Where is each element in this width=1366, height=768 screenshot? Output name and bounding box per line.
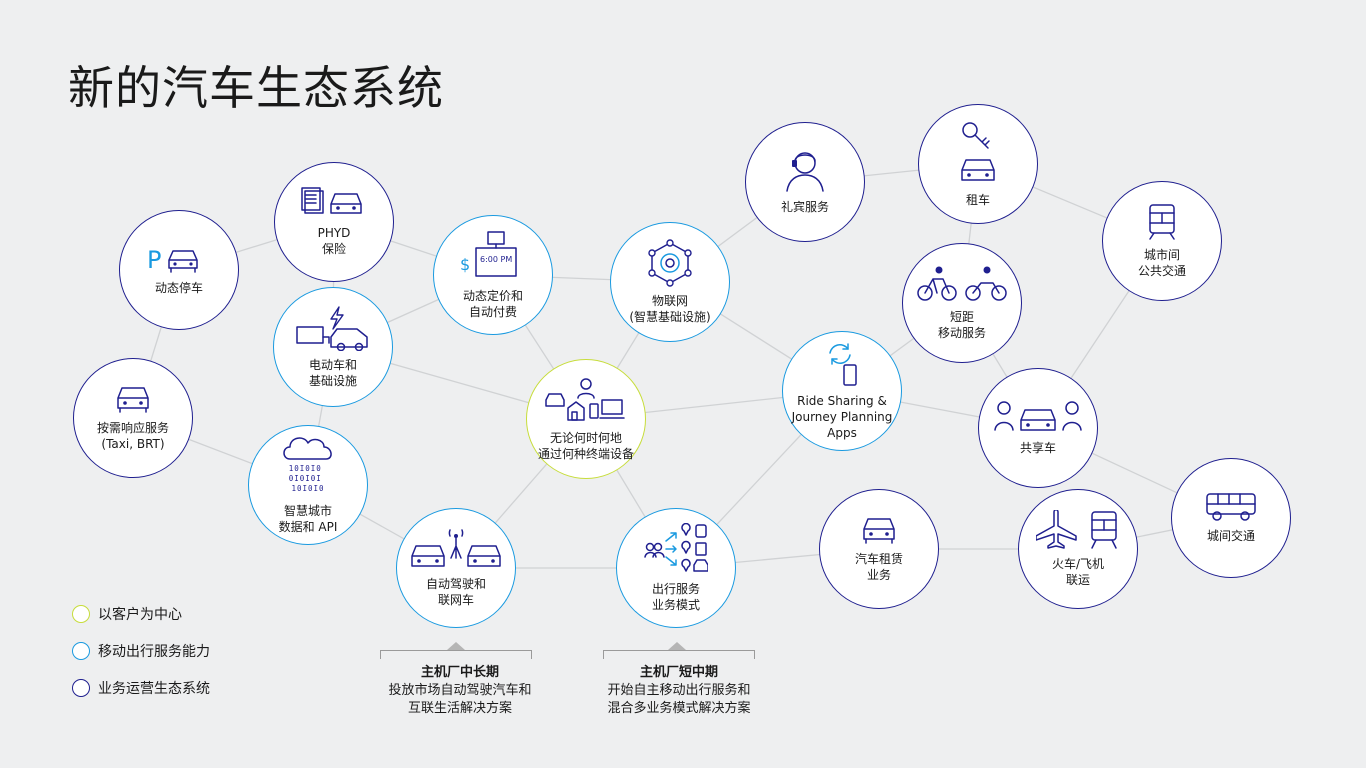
bike-scooter-icon	[917, 266, 1007, 301]
node-intercity-transit[interactable]: 城市间 公共交通	[1102, 181, 1222, 301]
label-phyd: PHYD 保险	[317, 226, 351, 256]
node-mobility-service-model[interactable]: 出行服务 业务模式	[616, 508, 736, 628]
binary-row-2: 0I0I0I	[289, 474, 322, 483]
label-intercity: 城间交通	[1206, 529, 1255, 543]
phase-desc: 开始自主移动出行服务和 混合多业务模式解决方案	[607, 683, 751, 716]
headset-person-icon	[786, 152, 824, 192]
legend-item-ecosystem: 业务运营生态系统	[72, 669, 210, 706]
node-short-mobility[interactable]: 短距 移动服务	[902, 243, 1022, 363]
node-ev-infrastructure[interactable]: 电动车和 基础设施	[273, 287, 393, 407]
node-phyd-insurance[interactable]: PHYD 保险	[274, 162, 394, 282]
leasing-car-icon	[863, 518, 895, 544]
legend-label: 移动出行服务能力	[98, 643, 210, 660]
label-autonomous: 自动驾驶和 联网车	[425, 577, 486, 607]
node-ride-sharing-apps[interactable]: Ride Sharing & Journey Planning Apps	[782, 331, 902, 451]
node-car-leasing[interactable]: 汽车租赁 业务	[819, 489, 939, 609]
label-on-demand: 按需响应服务 (Taxi, BRT)	[96, 421, 169, 451]
label-short-mobility: 短距 移动服务	[937, 310, 986, 340]
label-dynamic-parking: 动态停车	[154, 281, 203, 295]
label-iot: 物联网 (智慧基础设施)	[629, 294, 711, 324]
label-intercity-transit: 城市间 公共交通	[1137, 248, 1186, 278]
people-car-icon	[994, 401, 1082, 431]
cloud-data-icon: 10I0I0 0I0I0I 10I0I0	[283, 437, 332, 493]
phase-marker	[447, 642, 465, 650]
phase-bracket	[380, 650, 532, 659]
node-car-rental[interactable]: 租车	[918, 104, 1038, 224]
label-mobility-service: 出行服务 业务模式	[651, 582, 700, 612]
parking-car-icon: P	[147, 246, 198, 274]
label-ride-sharing: Ride Sharing & Journey Planning Apps	[791, 394, 893, 440]
node-smart-city-api[interactable]: 10I0I0 0I0I0I 10I0I0 智慧城市 数据和 API	[248, 425, 368, 545]
label-dynamic-pricing: 动态定价和 自动付费	[462, 289, 523, 319]
phase-head: 主机厂短中期	[639, 665, 718, 680]
node-car-sharing[interactable]: 共享车	[978, 368, 1098, 488]
legend-dot-blue	[72, 641, 90, 660]
devices-home-icon	[545, 378, 625, 421]
page-title: 新的汽车生态系统	[68, 61, 444, 115]
binary-row-3: 10I0I0	[291, 484, 324, 493]
legend-dot-navy	[72, 678, 90, 697]
node-concierge[interactable]: 礼宾服务	[745, 122, 865, 242]
node-dynamic-parking[interactable]: P 动态停车	[119, 210, 239, 330]
price-display-time: 6:00 PM	[480, 255, 512, 264]
node-rail-air[interactable]: 火车/飞机 联运	[1018, 489, 1138, 609]
binary-row-1: 10I0I0	[289, 464, 322, 473]
legend: 以客户为中心 移动出行服务能力 业务运营生态系统	[72, 595, 210, 706]
key-car-icon	[961, 122, 995, 181]
label-ev: 电动车和 基础设施	[308, 358, 357, 388]
legend-item-customer: 以客户为中心	[72, 595, 210, 632]
label-rail-air: 火车/飞机 联运	[1051, 557, 1105, 587]
svg-text:P: P	[147, 246, 161, 274]
taxi-car-icon	[117, 387, 149, 413]
legend-label: 业务运营生态系统	[98, 680, 210, 697]
phase-desc: 投放市场自动驾驶汽车和 互联生活解决方案	[388, 683, 532, 716]
binary-data-text: 10I0I0 0I0I0I 10I0I0	[289, 464, 328, 493]
label-car-leasing: 汽车租赁 业务	[854, 552, 903, 582]
label-smart-city: 智慧城市 数据和 API	[278, 504, 338, 534]
node-dynamic-pricing[interactable]: 6:00 PM $ 动态定价和 自动付费	[433, 215, 553, 335]
phase-long-term: 主机厂中长期 投放市场自动驾驶汽车和 互联生活解决方案	[370, 642, 550, 718]
phase-short-term: 主机厂短中期 开始自主移动出行服务和 混合多业务模式解决方案	[589, 642, 769, 718]
multimodal-routing-icon	[644, 523, 708, 572]
train-icon	[1149, 204, 1175, 240]
legend-label: 以客户为中心	[98, 606, 182, 623]
network-hub-icon	[648, 239, 692, 287]
node-on-demand-service[interactable]: 按需响应服务 (Taxi, BRT)	[73, 358, 193, 478]
billboard-price-icon: 6:00 PM $	[460, 231, 517, 277]
node-customer-center[interactable]: 无论何时何地 通过何种终端设备	[526, 359, 646, 479]
phone-refresh-icon	[829, 343, 857, 386]
phase-bracket	[603, 650, 755, 659]
legend-item-mobility: 移动出行服务能力	[72, 632, 210, 669]
ev-charging-icon	[296, 306, 368, 351]
node-iot[interactable]: 物联网 (智慧基础设施)	[610, 222, 730, 342]
node-intercity-bus[interactable]: 城间交通	[1171, 458, 1291, 578]
node-autonomous-connected[interactable]: 自动驾驶和 联网车	[396, 508, 516, 628]
phase-head: 主机厂中长期	[420, 665, 499, 680]
svg-text:$: $	[460, 255, 470, 274]
document-car-icon	[301, 187, 362, 214]
bus-icon	[1206, 493, 1256, 521]
legend-dot-green	[72, 604, 90, 623]
label-concierge: 礼宾服务	[780, 200, 829, 214]
label-center: 无论何时何地 通过何种终端设备	[537, 431, 634, 461]
connected-cars-icon	[411, 529, 501, 567]
label-car-rental: 租车	[965, 193, 990, 207]
label-car-sharing: 共享车	[1019, 441, 1056, 455]
plane-train-icon	[1036, 510, 1117, 549]
phase-marker	[668, 642, 686, 650]
